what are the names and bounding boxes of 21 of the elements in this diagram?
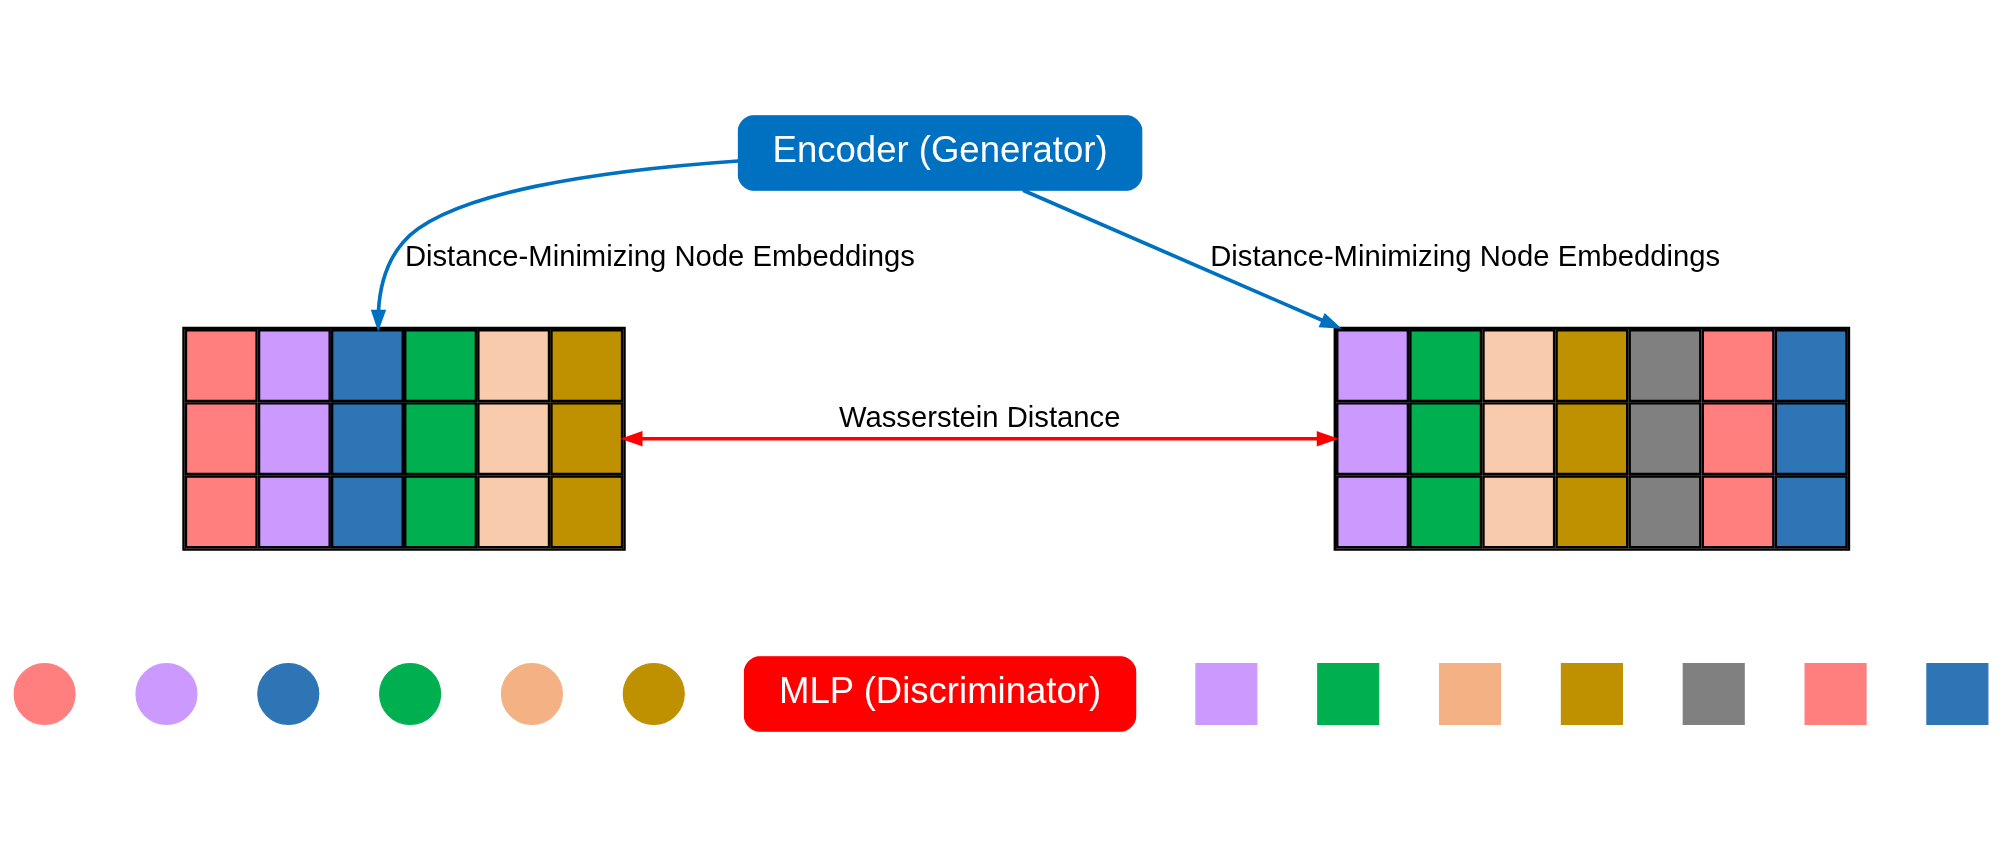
- node-circle: [622, 662, 685, 726]
- edge-label: Wasserstein Distance: [838, 400, 1121, 433]
- node-circle: [13, 662, 76, 726]
- node-box: [1195, 662, 1258, 726]
- node-circle: [135, 662, 198, 726]
- node-box: [1682, 662, 1745, 726]
- edge-label: Distance-Minimizing Node Embeddings: [1210, 239, 1721, 272]
- node-box: [1804, 662, 1867, 726]
- node-box: [1317, 662, 1380, 726]
- node-box: MLP (Discriminator): [743, 656, 1137, 732]
- node-box: [1560, 662, 1623, 726]
- arrow: [1022, 188, 1342, 329]
- node-circle: [500, 662, 563, 726]
- edge-label: Distance-Minimizing Node Embeddings: [404, 239, 915, 272]
- arrow: [620, 431, 1339, 447]
- node-circle: [257, 662, 320, 726]
- node-box: [1926, 662, 1989, 726]
- node-box: [1439, 662, 1502, 726]
- node-circle: [379, 662, 442, 726]
- node-box: Encoder (Generator): [737, 115, 1143, 191]
- arrow: [370, 159, 739, 332]
